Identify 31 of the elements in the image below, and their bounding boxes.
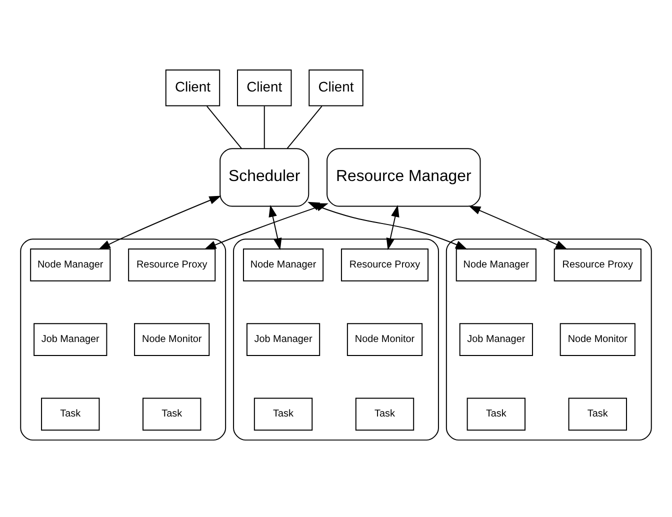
node-box: Node Manager <box>242 248 324 281</box>
node-box: Task <box>355 397 414 430</box>
connector <box>264 105 265 148</box>
node-box: Node Monitor <box>346 322 423 356</box>
arrow <box>468 205 568 250</box>
node-box: Task <box>466 397 526 430</box>
node-box: Resource Manager <box>326 148 481 206</box>
arrow <box>268 204 282 250</box>
node-box: Task <box>142 397 202 430</box>
node-box: Client <box>165 68 220 106</box>
node-box: Node Manager <box>30 248 111 281</box>
node-box: Resource Proxy <box>128 248 216 281</box>
connector <box>206 105 242 148</box>
arrow <box>98 195 222 250</box>
node-box: Client <box>237 68 292 106</box>
node-box: Task <box>254 397 313 430</box>
node-box: Resource Proxy <box>554 248 642 281</box>
node-box: Resource Proxy <box>340 248 429 281</box>
node-box: Node Monitor <box>560 322 636 356</box>
node-box: Client <box>308 68 364 106</box>
node-box: Job Manager <box>34 322 108 356</box>
connector <box>286 105 322 148</box>
node-box: Node Manager <box>456 248 536 281</box>
node-box: Job Manager <box>459 322 533 356</box>
node-box: Task <box>568 397 627 430</box>
node-box: Node Monitor <box>134 322 210 356</box>
node-box: Task <box>41 397 100 430</box>
arrow <box>386 204 400 250</box>
arrow <box>204 202 328 250</box>
node-box: Scheduler <box>220 148 310 206</box>
node-box: Job Manager <box>246 322 320 356</box>
